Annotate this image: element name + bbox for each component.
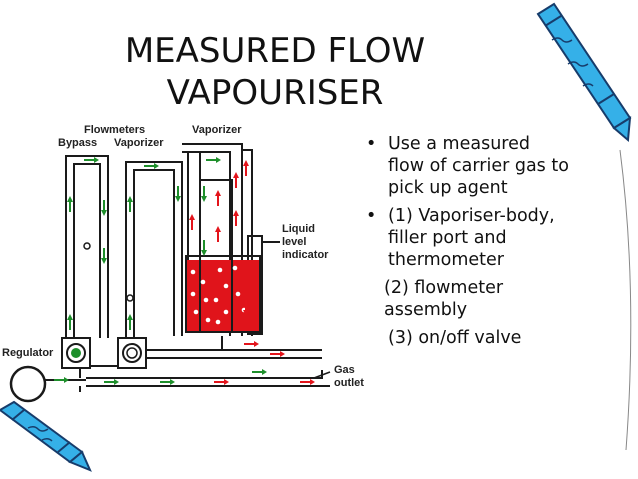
bullet-marker: •	[366, 206, 377, 226]
slide-title-line-1: MEASURED FLOW	[124, 31, 426, 71]
sub-item: (3) on/off valve	[388, 328, 522, 348]
page-curl-decoration	[619, 149, 632, 451]
bullet-text: Use a measured flow of carrier gas to pi…	[388, 134, 569, 198]
vaporizer-chamber	[185, 179, 261, 333]
crayon-bottom-left-icon	[0, 400, 92, 472]
label-outlet: outlet	[334, 377, 364, 389]
bullet-marker: •	[366, 134, 377, 154]
bypass-float-icon	[83, 242, 91, 250]
label-vaporizer-top: Vaporizer	[192, 124, 242, 136]
vaporizer-float-icon	[126, 294, 134, 302]
slide-title-line-2: VAPOURISER	[166, 73, 384, 113]
slide-title: MEASURED FLOW VAPOURISER	[80, 30, 470, 114]
vapour-arrows	[189, 160, 315, 385]
bullet-item: • (1) Vaporiser-body, filler port and th…	[356, 205, 571, 271]
label-flowmeters: Flowmeters	[84, 124, 145, 136]
label-level: level	[282, 236, 306, 248]
label-gas: Gas	[334, 364, 355, 376]
bullet-text: (1) Vaporiser-body, filler port and ther…	[388, 206, 555, 270]
label-vaporizer-column: Vaporizer	[114, 137, 164, 149]
vaporizer-flowmeter-valve-icon	[117, 337, 147, 369]
label-regulator: Regulator	[2, 347, 54, 359]
label-bypass: Bypass	[58, 137, 97, 149]
sub-item: (2) flowmeter assembly	[384, 278, 504, 320]
gas-outlet-pointer	[313, 371, 331, 379]
label-liquid: Liquid	[282, 223, 315, 235]
regulator-icon	[9, 365, 47, 403]
crayon-top-right-icon	[536, 2, 632, 143]
bullet-item: • Use a measured flow of carrier gas to …	[356, 133, 571, 199]
label-indicator: indicator	[282, 249, 329, 261]
bullet-list: • Use a measured flow of carrier gas to …	[356, 133, 571, 355]
carrier-gas-arrows	[54, 157, 267, 385]
bypass-flowmeter-valve-icon	[61, 337, 91, 369]
